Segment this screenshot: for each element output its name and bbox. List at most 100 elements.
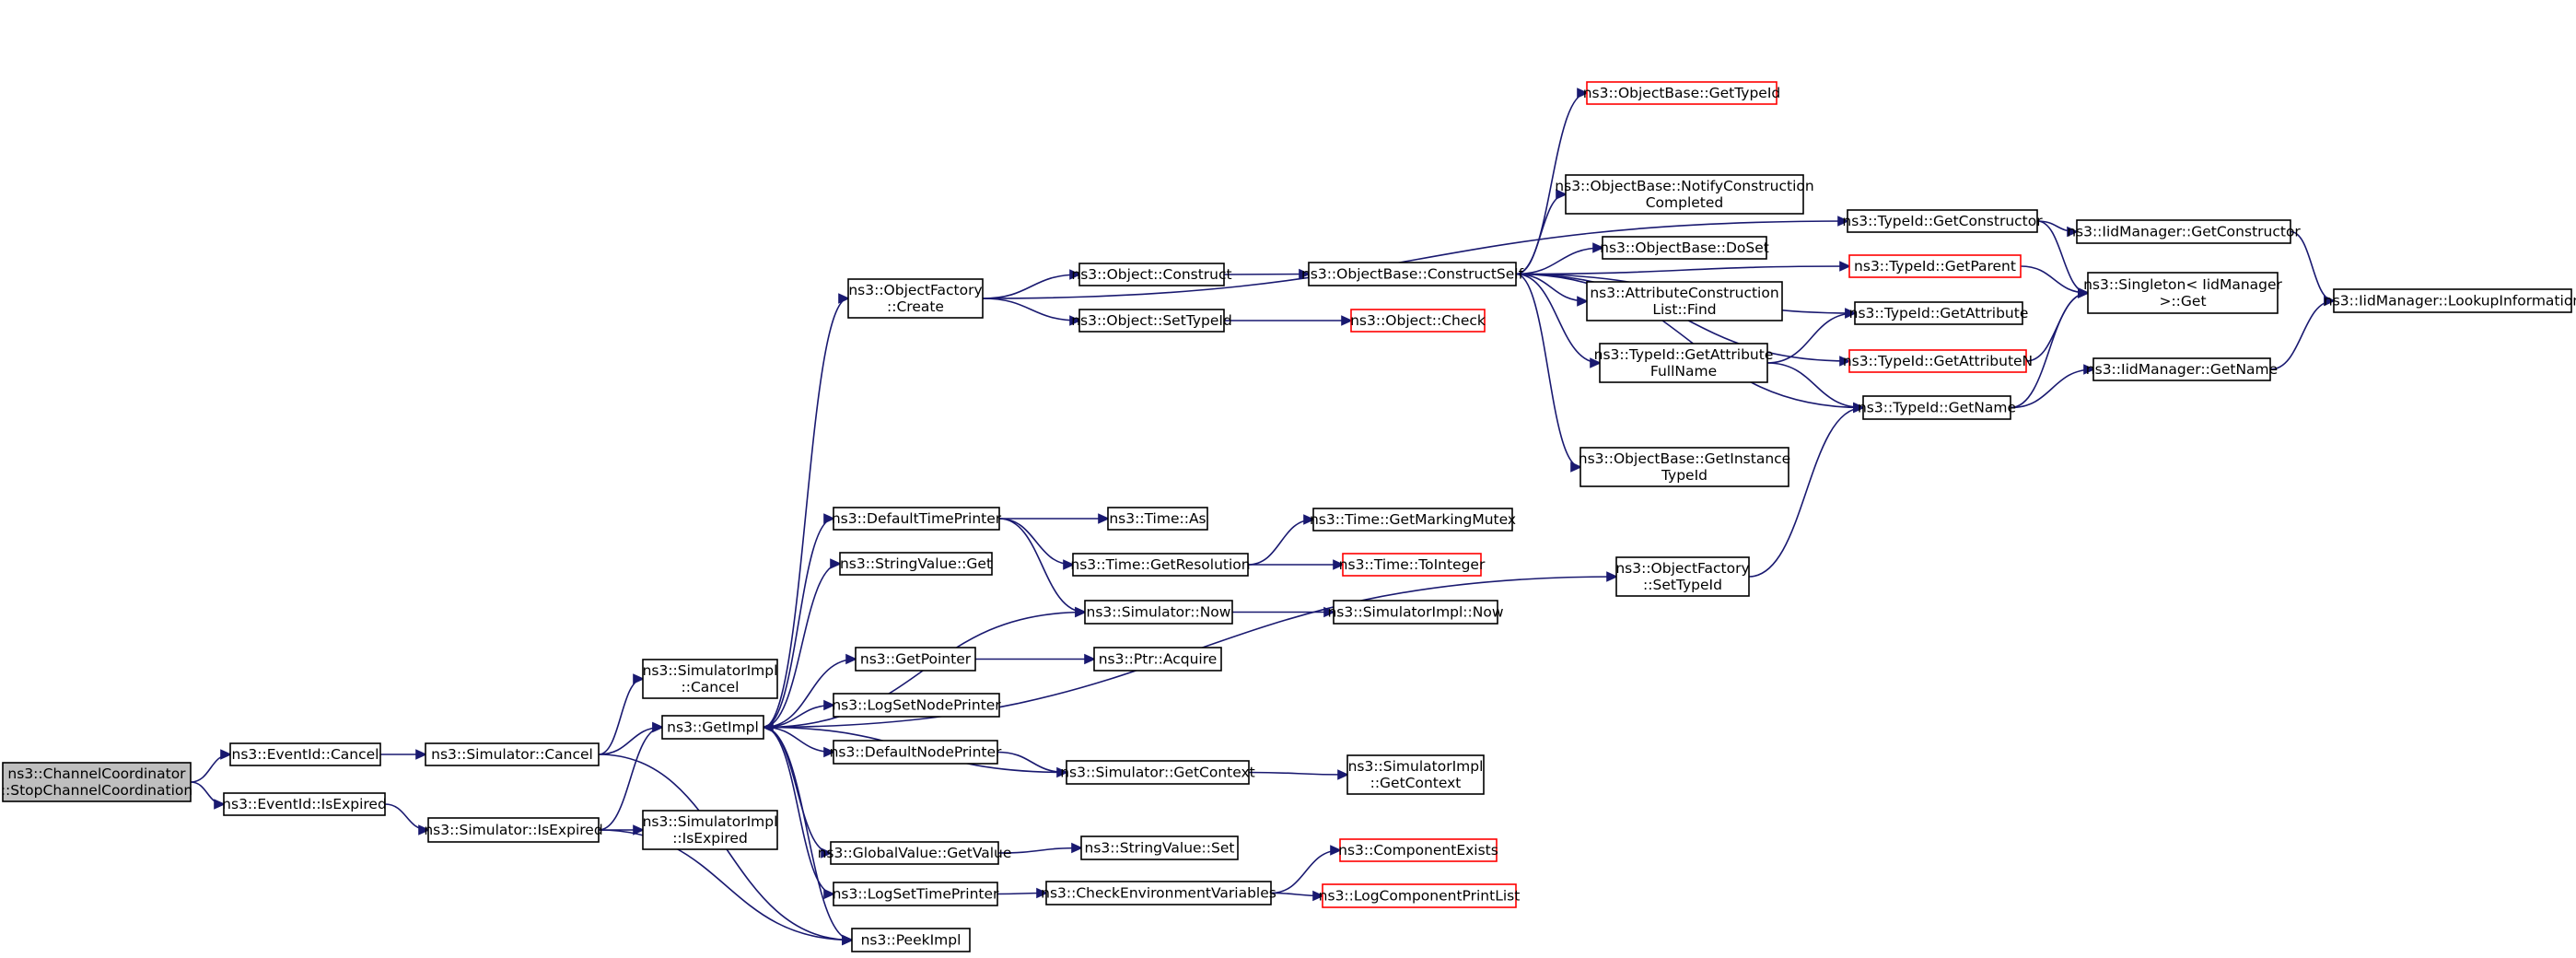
- edge-arrowhead: [633, 824, 645, 835]
- node-root[interactable]: ns3::ChannelCoordinator::StopChannelCoor…: [1, 762, 192, 802]
- edge-line: [598, 726, 663, 831]
- edge-line: [1248, 771, 1348, 776]
- edge-line: [763, 298, 849, 729]
- edge-simnow-to-simimplnow: [1232, 606, 1335, 618]
- node-objsettypeid[interactable]: ns3::Object::SetTypeId: [1071, 309, 1232, 333]
- node-timetoint[interactable]: ns3::Time::ToInteger: [1339, 553, 1486, 577]
- node-timegetres[interactable]: ns3::Time::GetResolution: [1070, 553, 1251, 577]
- node-simimplexpired[interactable]: ns3::SimulatorImpl::IsExpired: [642, 810, 778, 850]
- node-evcancel[interactable]: ns3::EventId::Cancel: [229, 742, 381, 766]
- edge-arrowhead: [1036, 887, 1048, 899]
- edge-line: [982, 274, 1080, 299]
- node-tidgetname[interactable]: ns3::TypeId::GetName: [1858, 395, 2016, 420]
- node-label: ns3::IidManager::LookupInformation: [2324, 293, 2576, 310]
- node-iidlookup[interactable]: ns3::IidManager::LookupInformation: [2324, 288, 2576, 313]
- node-deftimeprinter[interactable]: ns3::DefaultTimePrinter: [832, 507, 1002, 531]
- node-iidgetname[interactable]: ns3::IidManager::GetName: [2086, 357, 2278, 381]
- node-label: ns3::CheckEnvironmentVariables: [1041, 885, 1276, 902]
- edge-arrowhead: [1837, 216, 1849, 227]
- function-nodes: ns3::ChannelCoordinator::StopChannelCoor…: [1, 81, 2576, 952]
- node-label: ns3::Simulator::GetContext: [1060, 765, 1255, 781]
- node-evexpired[interactable]: ns3::EventId::IsExpired: [222, 792, 387, 816]
- node-globalget[interactable]: ns3::GlobalValue::GetValue: [818, 841, 1012, 865]
- edge-objconstruct-to-constructself: [1223, 268, 1311, 280]
- node-tidgetattrn[interactable]: ns3::TypeId::GetAttributeN: [1843, 349, 2033, 373]
- node-label: ns3::ObjectBase::ConstructSelf: [1301, 266, 1524, 283]
- node-objfactcreate[interactable]: ns3::ObjectFactory::Create: [847, 278, 984, 319]
- node-simgetctx[interactable]: ns3::Simulator::GetContext: [1060, 760, 1255, 785]
- node-objconstruct[interactable]: ns3::Object::Construct: [1071, 263, 1232, 286]
- node-logcompprint[interactable]: ns3::LogComponentPrintList: [1319, 883, 1521, 908]
- node-timemarking[interactable]: ns3::Time::GetMarkingMutex: [1310, 508, 1516, 532]
- node-tidgetctor[interactable]: ns3::TypeId::GetConstructor: [1842, 209, 2043, 233]
- node-box: [1107, 507, 1208, 531]
- node-simnow[interactable]: ns3::Simulator::Now: [1084, 600, 1233, 625]
- edge-line: [598, 678, 644, 755]
- node-ptracquire[interactable]: ns3::Ptr::Acquire: [1093, 647, 1222, 672]
- edge-getimpl-to-logsettime: [763, 726, 835, 900]
- edge-line: [997, 847, 1082, 854]
- node-compexists[interactable]: ns3::ComponentExists: [1338, 838, 1498, 862]
- node-simimplnow[interactable]: ns3::SimulatorImpl::Now: [1327, 600, 1504, 625]
- node-label: ns3::GetImpl: [667, 719, 759, 736]
- edge-line: [2269, 299, 2335, 370]
- node-iidgetctor[interactable]: ns3::IidManager::GetConstructor: [2067, 219, 2301, 244]
- edge-arrowhead: [1853, 402, 1865, 414]
- node-label: ns3::TypeId::GetConstructor: [1842, 213, 2043, 229]
- node-logsettime[interactable]: ns3::LogSetTimePrinter: [833, 882, 999, 906]
- edge-arrowhead: [842, 934, 854, 946]
- node-tidgetattr[interactable]: ns3::TypeId::GetAttribute: [1849, 301, 2029, 325]
- node-peekimpl[interactable]: ns3::PeekImpl: [851, 928, 971, 952]
- edge-constructself-to-obnotify: [1515, 189, 1568, 275]
- edge-tidgetname-to-iidgetname: [2010, 364, 2095, 409]
- node-obgettypeid[interactable]: ns3::ObjectBase::GetTypeId: [1583, 81, 1781, 105]
- node-label: ns3::Simulator::Cancel: [431, 746, 593, 763]
- node-tidgetparent[interactable]: ns3::TypeId::GetParent: [1848, 254, 2022, 278]
- node-box: [1066, 760, 1250, 785]
- node-stringset[interactable]: ns3::StringValue::Set: [1080, 835, 1239, 860]
- node-simexpired[interactable]: ns3::Simulator::IsExpired: [424, 817, 603, 843]
- node-label: ::Cancel: [682, 679, 740, 695]
- node-timeas[interactable]: ns3::Time::As: [1107, 507, 1208, 531]
- node-simimplctx[interactable]: ns3::SimulatorImpl::GetContext: [1346, 754, 1485, 795]
- node-box: [1080, 835, 1239, 860]
- edge-arrowhead: [1845, 308, 1857, 319]
- node-box: [1342, 553, 1482, 577]
- node-defnodeprinter[interactable]: ns3::DefaultNodePrinter: [830, 740, 1002, 765]
- node-obdoset[interactable]: ns3::ObjectBase::DoSet: [1600, 236, 1769, 260]
- edge-constructself-to-tidgetattrfull: [1515, 273, 1602, 368]
- node-checkenv[interactable]: ns3::CheckEnvironmentVariables: [1041, 881, 1276, 905]
- edge-arrowhead: [415, 749, 427, 760]
- edge-globalget-to-stringset: [997, 842, 1083, 854]
- node-label: ns3::SimulatorImpl: [643, 813, 778, 830]
- edge-arrowhead: [1323, 606, 1335, 618]
- node-box: [2, 762, 192, 802]
- node-label: TypeId: [1661, 467, 1708, 484]
- edge-line: [2010, 368, 2094, 409]
- edge-arrowhead: [838, 293, 850, 304]
- node-simcancel[interactable]: ns3::Simulator::Cancel: [425, 742, 600, 766]
- node-objcheck[interactable]: ns3::Object::Check: [1350, 309, 1486, 333]
- node-label: ::Create: [887, 298, 944, 315]
- node-getpointer[interactable]: ns3::GetPointer: [855, 647, 976, 672]
- node-ofsettypeid[interactable]: ns3::ObjectFactory::SetTypeId: [1615, 556, 1750, 597]
- node-box: [1586, 81, 1778, 105]
- edge-constructself-to-attrfind: [1515, 273, 1589, 307]
- node-stringget[interactable]: ns3::StringValue::Get: [839, 552, 993, 576]
- edge-iidgetname-to-iidlookup: [2269, 295, 2336, 370]
- node-simimplcancel[interactable]: ns3::SimulatorImpl::Cancel: [642, 659, 778, 699]
- edge-arrowhead: [830, 558, 842, 569]
- node-label: ns3::PeekImpl: [861, 932, 962, 949]
- node-label: ns3::Time::GetMarkingMutex: [1310, 511, 1516, 528]
- node-getimpl[interactable]: ns3::GetImpl: [661, 715, 764, 740]
- node-constructself[interactable]: ns3::ObjectBase::ConstructSelf: [1301, 262, 1524, 286]
- node-obnotify[interactable]: ns3::ObjectBase::NotifyConstructionCompl…: [1555, 174, 1814, 215]
- node-box: [1854, 301, 2023, 325]
- edge-root-to-evexpired: [190, 781, 226, 810]
- node-label: ns3::LogComponentPrintList: [1319, 888, 1521, 905]
- node-singleton[interactable]: ns3::Singleton< IidManager>::Get: [2083, 272, 2283, 314]
- node-logsetnode[interactable]: ns3::LogSetNodePrinter: [832, 693, 1001, 718]
